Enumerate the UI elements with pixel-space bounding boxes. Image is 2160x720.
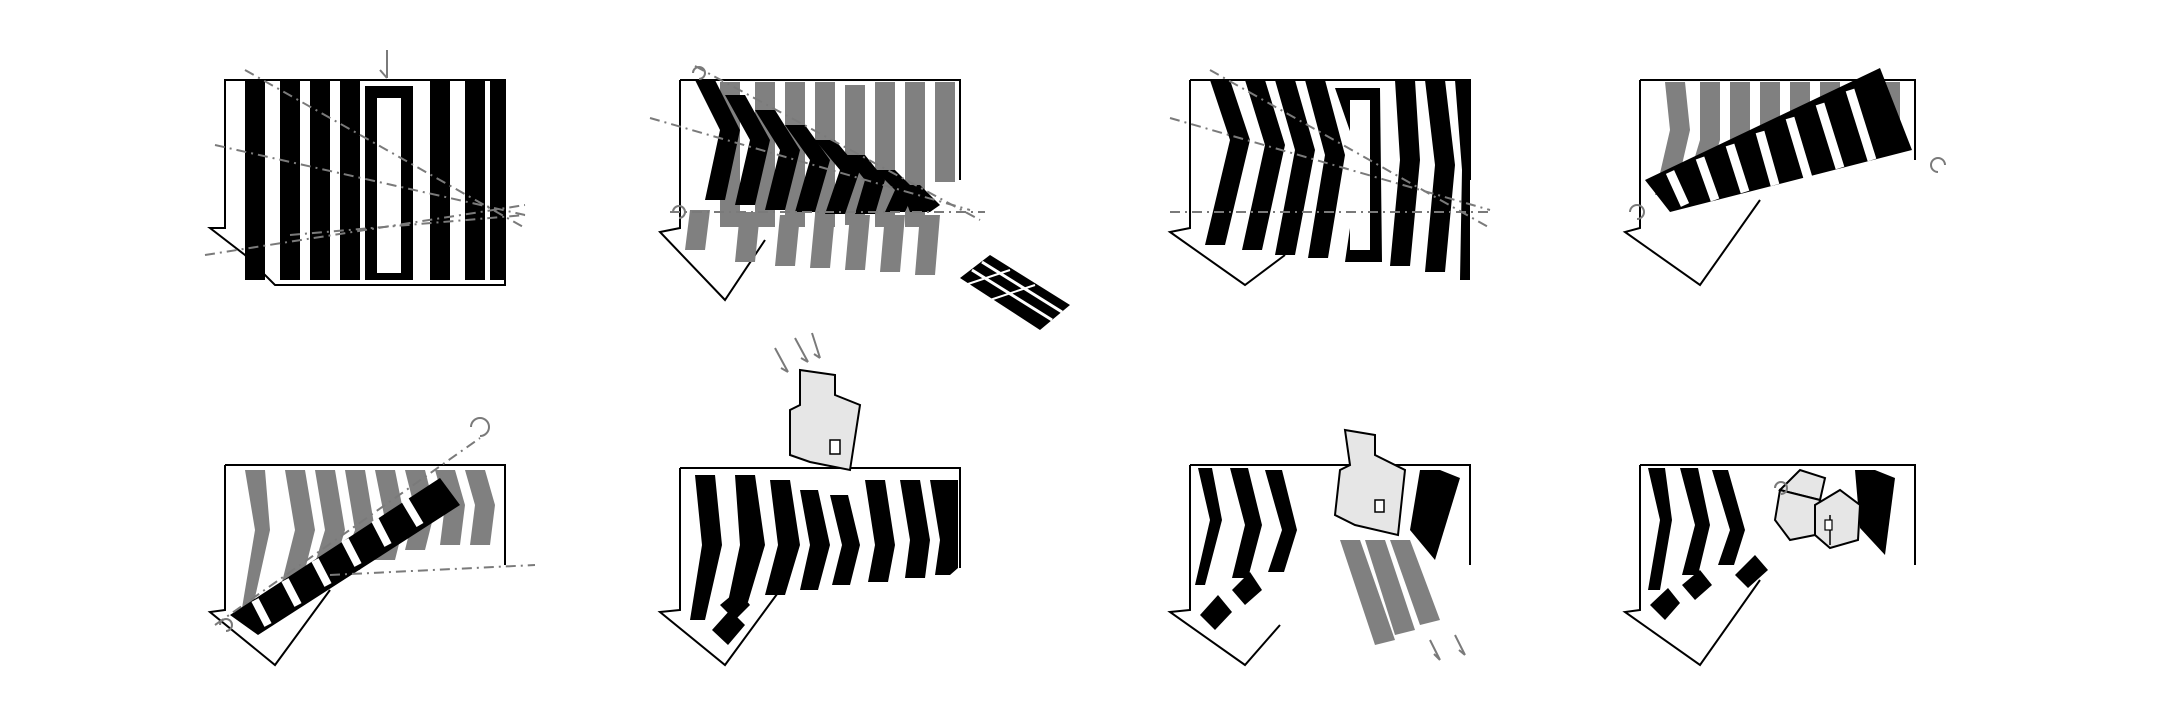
black-stripe-group (1205, 80, 1470, 280)
white-stripe-cuts (1665, 88, 1877, 207)
panel-5 (207, 417, 536, 667)
dotted-volume-icon (789, 368, 862, 472)
black-stripe-group (1645, 68, 1912, 212)
stripe (280, 80, 300, 280)
panel-6 (657, 332, 961, 667)
site-outline (658, 79, 961, 302)
panel-2 (649, 65, 1070, 330)
stripe-gap (377, 98, 401, 273)
dashed-guide-lines (1169, 69, 1491, 229)
site-outline (1167, 464, 1471, 667)
rotate-icon (692, 66, 706, 80)
dashed-guide-lines (649, 65, 985, 221)
panel-7 (1167, 428, 1471, 667)
stripe (245, 80, 265, 280)
panel-3 (1167, 69, 1491, 287)
stripe (490, 80, 505, 280)
rotate-icon (1774, 481, 1788, 495)
black-stripe-group (230, 478, 460, 635)
gray-lower-stripes (685, 210, 940, 275)
site-outline (657, 467, 961, 667)
rotate-icon (219, 618, 233, 632)
black-stripe-group (1648, 468, 1895, 590)
site-outline (1622, 79, 1916, 287)
lower-black-stripes (712, 590, 750, 645)
down-arrows-icon (774, 332, 821, 373)
rotate-icon (672, 205, 686, 219)
panel-8 (1622, 464, 1916, 667)
stripe (310, 80, 330, 280)
stripe (465, 80, 485, 280)
rotate-icon (470, 417, 490, 437)
down-arrows-icon (1429, 634, 1466, 661)
dashed-guide-lines (204, 69, 526, 256)
white-stripe-cuts (251, 497, 424, 627)
dotted-volume-3d-icon (1773, 468, 1862, 550)
lower-black-stripes (1650, 555, 1768, 620)
down-arrow-icon (379, 50, 388, 79)
rotate-icon (1629, 204, 1645, 220)
site-outline (1622, 464, 1916, 667)
stripe-group (245, 80, 505, 280)
stripe (340, 80, 360, 280)
black-stripe-group (1195, 468, 1460, 585)
site-outline (207, 464, 506, 667)
folded-stripes-icon (960, 255, 1070, 330)
dashed-guide-lines (214, 437, 536, 626)
panel-1 (204, 50, 526, 286)
black-stripe-group (690, 475, 958, 620)
panel-4 (1622, 68, 1946, 287)
rotate-icon (1930, 157, 1946, 173)
gray-stripe-group (1340, 540, 1440, 645)
dotted-volume-icon (1333, 428, 1407, 537)
lower-black-stripes (1200, 572, 1262, 630)
